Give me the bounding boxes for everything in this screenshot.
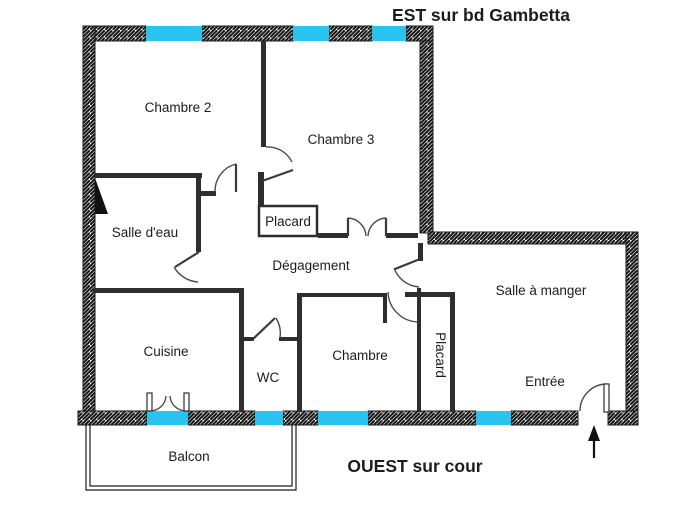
balcony-outer-line	[85, 423, 297, 491]
wall-segment	[427, 231, 639, 245]
room-label-placard-vertical: Placard	[433, 332, 448, 378]
window-chambre3-right	[372, 26, 406, 41]
door-arc-salle-a-manger	[393, 267, 420, 288]
wall-placard-column	[258, 172, 264, 206]
placard-closet-box	[257, 204, 319, 238]
door-leaf-salle-a-manger	[394, 257, 421, 271]
window-wc	[255, 411, 283, 425]
heading-west: OUEST sur cour	[347, 456, 482, 476]
wall-chambre2-chambre3	[261, 41, 266, 147]
door-arc-chambre2	[214, 163, 237, 193]
wall-segment	[77, 410, 148, 426]
window-chambre	[318, 411, 368, 425]
interior-walls	[93, 41, 455, 412]
door-arc-entrance	[579, 383, 608, 412]
wall-wc-partition-left	[243, 337, 254, 341]
wall-placard-v-west	[417, 288, 421, 412]
wall-segment	[328, 25, 373, 42]
wall-segment	[187, 410, 256, 426]
door-leaf-salle-eau	[174, 251, 200, 268]
door-panel-entrance	[603, 383, 610, 413]
wall-segment	[367, 410, 477, 426]
door-leaf-wc	[252, 317, 276, 340]
door-arc-double-right	[367, 217, 387, 237]
wall-segment	[405, 25, 434, 42]
door-swings	[149, 146, 608, 412]
wall-salle-a-manger-stub	[418, 243, 423, 261]
door-wedge-salle-eau	[95, 178, 108, 214]
room-label-wc: WC	[257, 370, 280, 385]
room-label-balcon: Balcon	[168, 449, 209, 464]
balcony-inner-line	[89, 423, 293, 487]
window-chambre2	[146, 26, 202, 41]
door-arc-wc	[275, 317, 282, 339]
door-panel-french-left	[146, 392, 153, 412]
wall-degagement-top-west	[318, 233, 348, 238]
window-salle-a-manger	[476, 411, 511, 425]
door-panels	[146, 383, 610, 413]
room-label-chambre: Chambre	[332, 348, 388, 363]
wall-segment	[625, 231, 639, 426]
door-arc-chambre3	[265, 146, 293, 163]
wall-segment	[510, 410, 579, 426]
room-label-degagement: Dégagement	[272, 258, 350, 273]
wall-segment	[419, 40, 434, 234]
room-label-salle-eau: Salle d'eau	[112, 225, 178, 240]
room-label-chambre3: Chambre 3	[308, 132, 375, 147]
heading-east: EST sur bd Gambetta	[392, 5, 570, 25]
wall-segment	[607, 410, 639, 426]
wall-chambre-north-stub	[383, 293, 387, 323]
door-leaf-chambre3	[261, 168, 294, 183]
room-label-cuisine: Cuisine	[143, 344, 188, 359]
wall-wc-partition-right	[279, 337, 302, 341]
windows	[146, 26, 511, 425]
door-panel-french-right	[183, 392, 190, 412]
wall-chambre-west	[297, 293, 302, 412]
entrance-arrow-icon	[588, 425, 600, 458]
exterior-walls	[77, 25, 639, 426]
door-arc-salle-eau	[173, 266, 199, 283]
room-label-entree: Entrée	[525, 374, 565, 389]
wall-segment	[282, 410, 319, 426]
wall-chambre-north	[297, 293, 384, 297]
door-arc-double-left	[347, 217, 367, 237]
room-label-chambre2: Chambre 2	[145, 100, 212, 115]
room-label-salle-a-manger: Salle à manger	[496, 283, 587, 298]
wall-salle-eau-top	[95, 173, 202, 178]
door-leaves	[174, 164, 421, 340]
wall-salle-eau-right	[196, 177, 201, 252]
door-arc-chambre	[387, 291, 419, 323]
wall-cuisine-top	[93, 288, 243, 293]
wall-degagement-top-east	[386, 233, 418, 238]
wall-segment	[82, 25, 96, 423]
wall-placard-v-north	[405, 292, 455, 297]
room-label-placard-haut: Placard	[265, 214, 311, 229]
window-cuisine	[147, 411, 188, 425]
wall-placard-v-east	[450, 293, 455, 412]
balcony-outline	[85, 423, 297, 491]
window-chambre3-left	[293, 26, 329, 41]
wall-segment	[201, 25, 294, 42]
wall-cuisine-right	[239, 288, 244, 412]
wall-corridor-nw	[197, 191, 216, 196]
